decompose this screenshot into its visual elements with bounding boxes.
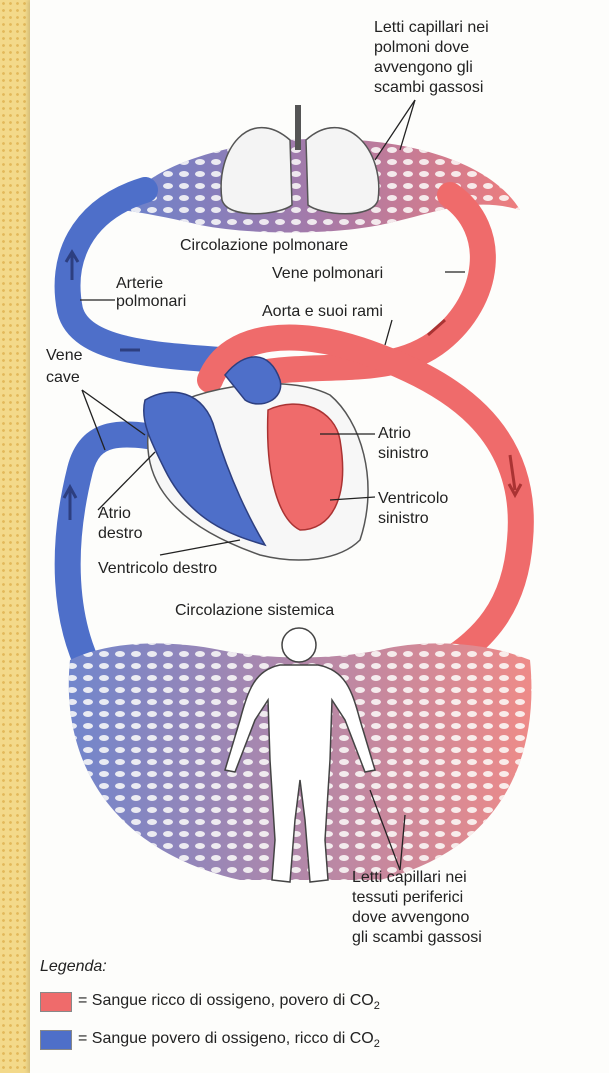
legend-item-deoxygenated: = Sangue povero di ossigeno, ricco di CO…: [40, 1030, 380, 1050]
left-ventricle-label: Ventricolo sinistro: [378, 490, 453, 527]
pulmonary-arteries-label: Arterie polmonari: [116, 275, 186, 310]
lung-capillaries-label: Letti capillari nei polmoni dove avvengo…: [374, 19, 493, 96]
legend-title: Legenda:: [40, 958, 107, 976]
peripheral-capillaries-label: Letti capillari nei tessuti periferici d…: [352, 869, 482, 946]
legend-item-oxygenated: = Sangue ricco di ossigeno, povero di CO…: [40, 992, 380, 1012]
aorta-label: Aorta e suoi rami: [262, 303, 383, 320]
pulmonary-veins-label: Vene polmonari: [272, 265, 383, 282]
legend-text-oxygenated: = Sangue ricco di ossigeno, povero di CO…: [78, 992, 380, 1012]
right-ventricle-label: Ventricolo destro: [98, 560, 217, 577]
legend-swatch-blue: [40, 1030, 72, 1050]
vena-cava-label: Vene cave: [46, 347, 87, 386]
legend-swatch-red: [40, 992, 72, 1012]
left-atrium-label: Atrio sinistro: [378, 425, 429, 462]
legend-text-deoxygenated: = Sangue povero di ossigeno, ricco di CO…: [78, 1030, 380, 1050]
pulmonary-circulation-label: Circolazione polmonare: [180, 237, 348, 254]
systemic-circulation-label: Circolazione sistemica: [175, 602, 334, 619]
heart-illustration: [144, 357, 368, 560]
right-atrium-label: Atrio destro: [98, 505, 143, 542]
